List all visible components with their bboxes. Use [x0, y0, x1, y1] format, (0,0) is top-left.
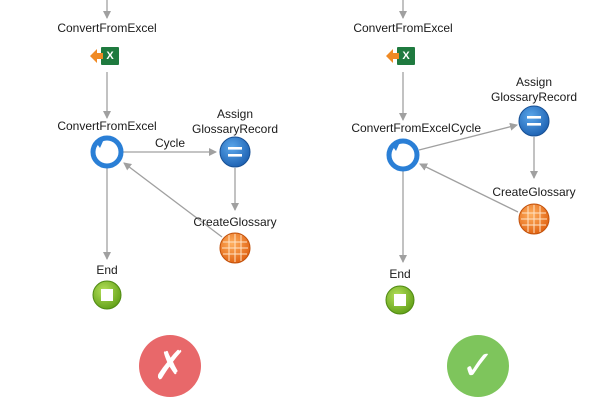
right-foreach-loop-icon[interactable]	[386, 138, 420, 172]
left-assign-icon[interactable]	[219, 136, 251, 168]
left-assign-label: Assign	[216, 107, 254, 121]
right-assign-label: Assign	[515, 75, 553, 89]
right-loop-label: ConvertFromExcel	[351, 121, 451, 135]
left-foreach-loop-icon[interactable]	[90, 135, 124, 169]
left-verdict-circle	[139, 335, 201, 397]
left-assign-sublabel: GlossaryRecord	[191, 122, 279, 136]
right-cycle-label: Cycle	[450, 121, 482, 135]
right-create-entity-icon[interactable]	[518, 203, 550, 235]
left-create-entity-icon[interactable]	[219, 232, 251, 264]
right-end-icon[interactable]	[385, 285, 415, 315]
left-flow	[90, 0, 251, 397]
right-assign-icon[interactable]	[518, 105, 550, 137]
right-excel-glyph: X	[402, 50, 410, 62]
left-end-icon[interactable]	[92, 280, 122, 310]
left-convert-label: ConvertFromExcel	[57, 21, 157, 35]
right-assign-sublabel: GlossaryRecord	[490, 90, 578, 104]
left-end-label: End	[96, 263, 118, 277]
right-end-label: End	[389, 267, 411, 281]
left-cycle-label: Cycle	[154, 136, 186, 150]
right-verdict-circle	[447, 335, 509, 397]
right-excel-import-icon[interactable]	[386, 47, 415, 65]
left-cross-icon: ✗	[153, 343, 187, 389]
left-loop-label: ConvertFromExcel	[57, 119, 157, 133]
left-excel-glyph: X	[106, 50, 114, 62]
right-flow	[385, 0, 550, 397]
right-check-icon: ✓	[461, 343, 495, 389]
right-create-label: CreateGlossary	[492, 185, 576, 199]
right-convert-label: ConvertFromExcel	[353, 21, 453, 35]
right-return-arrow	[419, 163, 519, 213]
left-excel-import-icon[interactable]	[90, 47, 119, 65]
left-return-arrow	[123, 162, 223, 238]
right-cycle-arrow	[418, 122, 518, 151]
left-create-label: CreateGlossary	[193, 215, 277, 229]
